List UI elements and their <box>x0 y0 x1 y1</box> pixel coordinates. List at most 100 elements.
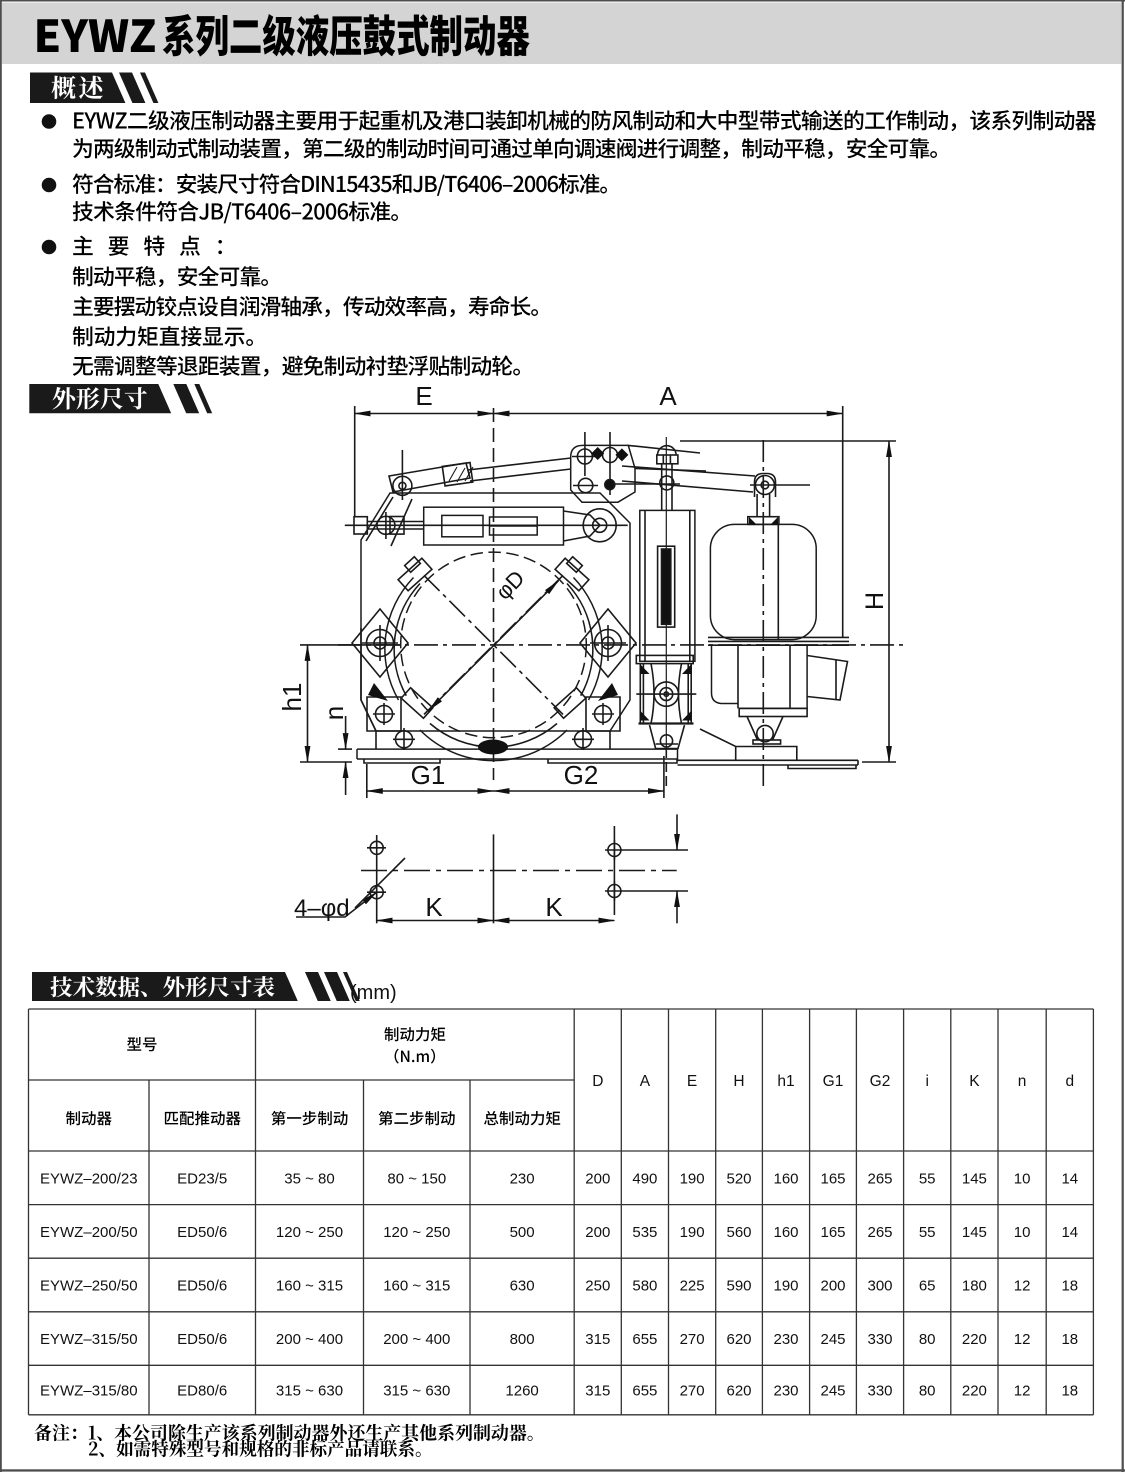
svg-text:14: 14 <box>1061 1224 1078 1241</box>
svg-text:EYWZ–315/50: EYWZ–315/50 <box>40 1331 138 1348</box>
svg-text:590: 590 <box>726 1278 751 1295</box>
svg-text:n: n <box>319 706 349 720</box>
svg-text:H: H <box>733 1073 744 1090</box>
svg-text:230: 230 <box>773 1383 798 1400</box>
svg-text:245: 245 <box>820 1383 845 1400</box>
svg-text:120 ~ 250: 120 ~ 250 <box>276 1224 343 1241</box>
svg-text:490: 490 <box>632 1170 657 1187</box>
svg-text:225: 225 <box>680 1278 705 1295</box>
svg-text:A: A <box>640 1073 651 1090</box>
svg-text:18: 18 <box>1061 1278 1078 1295</box>
svg-text:145: 145 <box>962 1224 987 1241</box>
svg-text:K: K <box>969 1073 980 1090</box>
svg-text:315 ~ 630: 315 ~ 630 <box>383 1383 450 1400</box>
svg-text:190: 190 <box>680 1224 705 1241</box>
svg-text:35 ~ 80: 35 ~ 80 <box>284 1170 334 1187</box>
svg-text:80: 80 <box>919 1383 936 1400</box>
svg-text:200: 200 <box>820 1278 845 1295</box>
svg-text:250: 250 <box>585 1278 610 1295</box>
svg-text:12: 12 <box>1014 1278 1031 1295</box>
svg-text:220: 220 <box>962 1331 987 1348</box>
svg-text:330: 330 <box>867 1383 892 1400</box>
svg-text:190: 190 <box>680 1170 705 1187</box>
svg-text:1260: 1260 <box>505 1383 538 1400</box>
svg-text:ED50/6: ED50/6 <box>177 1278 227 1295</box>
svg-text:165: 165 <box>820 1170 845 1187</box>
svg-text:520: 520 <box>726 1170 751 1187</box>
svg-text:10: 10 <box>1014 1170 1031 1187</box>
svg-text:80: 80 <box>919 1331 936 1348</box>
svg-text:620: 620 <box>726 1383 751 1400</box>
svg-text:d: d <box>1065 1073 1074 1090</box>
svg-text:EYWZ–315/80: EYWZ–315/80 <box>40 1383 138 1400</box>
svg-text:220: 220 <box>962 1383 987 1400</box>
svg-text:120 ~ 250: 120 ~ 250 <box>383 1224 450 1241</box>
svg-text:55: 55 <box>919 1224 936 1241</box>
svg-text:655: 655 <box>632 1383 657 1400</box>
svg-text:EYWZ–200/23: EYWZ–200/23 <box>40 1170 138 1187</box>
svg-text:H: H <box>861 592 889 610</box>
svg-text:G1: G1 <box>411 760 446 790</box>
svg-text:ED23/5: ED23/5 <box>177 1170 227 1187</box>
svg-text:180: 180 <box>962 1278 987 1295</box>
svg-text:245: 245 <box>820 1331 845 1348</box>
svg-text:G2: G2 <box>870 1073 891 1090</box>
svg-text:55: 55 <box>919 1170 936 1187</box>
svg-text:315 ~ 630: 315 ~ 630 <box>276 1383 343 1400</box>
svg-text:300: 300 <box>867 1278 892 1295</box>
svg-text:535: 535 <box>632 1224 657 1241</box>
svg-text:65: 65 <box>919 1278 936 1295</box>
svg-text:ED50/6: ED50/6 <box>177 1331 227 1348</box>
svg-text:G1: G1 <box>823 1073 844 1090</box>
svg-text:160 ~ 315: 160 ~ 315 <box>383 1278 450 1295</box>
svg-text:265: 265 <box>867 1170 892 1187</box>
svg-text:(mm): (mm) <box>350 982 397 1004</box>
svg-text:E: E <box>415 381 432 411</box>
svg-text:190: 190 <box>773 1278 798 1295</box>
svg-text:230: 230 <box>510 1170 535 1187</box>
svg-text:18: 18 <box>1061 1331 1078 1348</box>
svg-text:D: D <box>592 1073 603 1090</box>
svg-text:315: 315 <box>585 1383 610 1400</box>
svg-text:270: 270 <box>680 1383 705 1400</box>
svg-text:630: 630 <box>510 1278 535 1295</box>
svg-text:145: 145 <box>962 1170 987 1187</box>
svg-text:K: K <box>545 892 563 922</box>
svg-text:12: 12 <box>1014 1383 1031 1400</box>
svg-text:E: E <box>687 1073 697 1090</box>
svg-text:500: 500 <box>510 1224 535 1241</box>
svg-text:18: 18 <box>1061 1383 1078 1400</box>
svg-text:200: 200 <box>585 1224 610 1241</box>
svg-text:h1: h1 <box>777 1073 794 1090</box>
svg-text:160: 160 <box>773 1224 798 1241</box>
svg-text:655: 655 <box>632 1331 657 1348</box>
svg-text:270: 270 <box>680 1331 705 1348</box>
svg-text:80 ~ 150: 80 ~ 150 <box>387 1170 446 1187</box>
svg-text:315: 315 <box>585 1331 610 1348</box>
svg-text:160: 160 <box>773 1170 798 1187</box>
svg-text:EYWZ–200/50: EYWZ–200/50 <box>40 1224 138 1241</box>
svg-text:K: K <box>425 892 443 922</box>
svg-text:h1: h1 <box>277 683 307 712</box>
svg-text:ED80/6: ED80/6 <box>177 1383 227 1400</box>
svg-text:EYWZ–250/50: EYWZ–250/50 <box>40 1278 138 1295</box>
svg-text:620: 620 <box>726 1331 751 1348</box>
svg-text:265: 265 <box>867 1224 892 1241</box>
svg-text:ED50/6: ED50/6 <box>177 1224 227 1241</box>
svg-text:200 ~ 400: 200 ~ 400 <box>276 1331 343 1348</box>
svg-text:165: 165 <box>820 1224 845 1241</box>
svg-text:560: 560 <box>726 1224 751 1241</box>
svg-text:330: 330 <box>867 1331 892 1348</box>
svg-text:800: 800 <box>510 1331 535 1348</box>
svg-text:230: 230 <box>773 1331 798 1348</box>
svg-text:12: 12 <box>1014 1331 1031 1348</box>
svg-text:G2: G2 <box>564 760 599 790</box>
svg-text:14: 14 <box>1061 1170 1078 1187</box>
svg-text:n: n <box>1018 1073 1027 1090</box>
svg-text:200: 200 <box>585 1170 610 1187</box>
svg-text:580: 580 <box>632 1278 657 1295</box>
svg-text:200 ~ 400: 200 ~ 400 <box>383 1331 450 1348</box>
svg-text:A: A <box>659 381 677 411</box>
svg-text:10: 10 <box>1014 1224 1031 1241</box>
svg-text:4–φd: 4–φd <box>294 895 350 922</box>
